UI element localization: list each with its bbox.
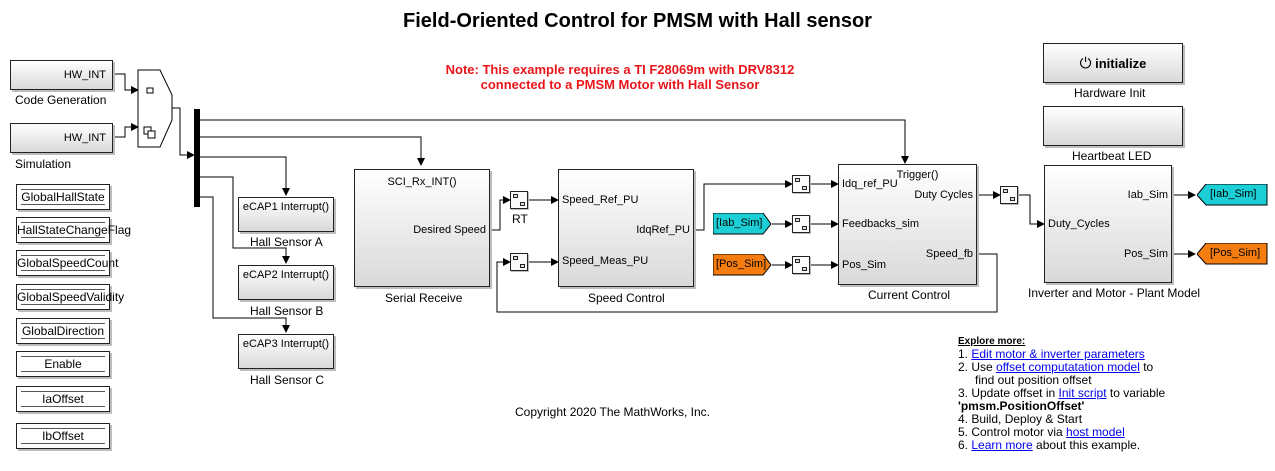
- trigger-port: Trigger(): [896, 169, 939, 181]
- simulation-block[interactable]: HW_INT: [10, 123, 113, 153]
- hardware-note: Note: This example requires a TI F28069m…: [395, 62, 845, 92]
- hw-int-port: HW_INT: [63, 132, 106, 144]
- iab-sim-out-port: Iab_Sim: [1127, 189, 1168, 201]
- code-generation-label: Code Generation: [15, 93, 107, 107]
- hall-sensor-a-block[interactable]: eCAP1 Interrupt(): [238, 197, 334, 232]
- data-store-global-hall-state[interactable]: GlobalHallState: [16, 184, 110, 210]
- edit-parameters-link[interactable]: Edit motor & inverter parameters: [971, 347, 1145, 361]
- duty-cycles-in-port: Duty_Cycles: [1048, 218, 1110, 230]
- code-generation-block[interactable]: HW_INT: [10, 60, 113, 90]
- ecap2-trigger-label: eCAP2 Interrupt(): [242, 269, 330, 281]
- pos-sim-in-port: Pos_Sim: [842, 259, 887, 271]
- speed-control-label: Speed Control: [588, 291, 665, 305]
- from-iab-shape: [713, 213, 772, 235]
- data-store-ib-offset[interactable]: IbOffset: [16, 423, 110, 449]
- goto-iab-shape: [1197, 184, 1268, 206]
- power-icon: ⏻: [1079, 55, 1092, 72]
- hall-sensor-b-label: Hall Sensor B: [250, 304, 324, 318]
- speed-meas-port: Speed_Meas_PU: [562, 255, 649, 267]
- pos-sim-out-port: Pos_Sim: [1123, 248, 1168, 260]
- current-control-block[interactable]: Trigger() Idq_ref_PU Feedbacks_sim Pos_S…: [838, 164, 977, 285]
- note-line-2: connected to a PMSM Motor with Hall Sens…: [480, 77, 760, 92]
- desired-speed-port: Desired Speed: [413, 224, 486, 236]
- data-store-enable[interactable]: Enable: [16, 351, 110, 377]
- ecap1-trigger-label: eCAP1 Interrupt(): [242, 201, 330, 213]
- goto-pos-shape: [1197, 243, 1268, 265]
- explore-item-3: 3. Update offset in Init script to varia…: [958, 386, 1166, 400]
- feedbacks-sim-port: Feedbacks_sim: [842, 218, 920, 230]
- simulation-label: Simulation: [15, 157, 72, 171]
- hall-sensor-c-label: Hall Sensor C: [250, 373, 325, 387]
- hall-sensor-b-block[interactable]: eCAP2 Interrupt(): [238, 265, 334, 300]
- mux-bar: [194, 109, 200, 207]
- initialize-button[interactable]: ⏻ initialize: [1043, 43, 1183, 83]
- goto-iab-sim-tag[interactable]: [Iab_Sim]: [1197, 184, 1268, 206]
- explore-item-4: 4. Build, Deploy & Start: [958, 412, 1083, 426]
- from-pos-sim-tag[interactable]: [Pos_Sim]: [713, 254, 772, 276]
- rt-label: RT: [512, 212, 528, 226]
- sci-rx-trigger-label: SCI_Rx_INT(): [387, 176, 457, 188]
- data-store-global-speed-count[interactable]: GlobalSpeedCount: [16, 250, 118, 276]
- hardware-init-label: Hardware Init: [1074, 86, 1146, 100]
- ecap3-trigger-label: eCAP3 Interrupt(): [242, 338, 330, 350]
- initialize-label: initialize: [1095, 56, 1147, 71]
- explore-title: Explore more:: [958, 336, 1026, 347]
- hall-sensor-c-block[interactable]: eCAP3 Interrupt(): [238, 334, 334, 369]
- current-control-label: Current Control: [868, 288, 951, 302]
- explore-more-panel: Explore more: 1. Edit motor & inverter p…: [958, 335, 1165, 452]
- data-store-global-direction[interactable]: GlobalDirection: [16, 318, 110, 344]
- data-store-ia-offset[interactable]: IaOffset: [16, 386, 110, 412]
- speed-control-block[interactable]: Speed_Ref_PU Speed_Meas_PU IdqRef_PU: [558, 169, 694, 287]
- copyright-text: Copyright 2020 The MathWorks, Inc.: [515, 405, 710, 419]
- host-model-link[interactable]: host model: [1066, 425, 1125, 439]
- rate-transition-block[interactable]: [792, 175, 810, 193]
- duty-cycles-port: Duty Cycles: [914, 189, 973, 201]
- speed-fb-port: Speed_fb: [925, 248, 973, 260]
- plant-model-label: Inverter and Motor - Plant Model: [1028, 286, 1201, 300]
- data-store-hall-state-change-flag[interactable]: HallStateChangeFlag: [16, 217, 131, 243]
- idq-ref-in-port: Idq_ref_PU: [842, 178, 898, 190]
- rate-transition-block[interactable]: [792, 215, 810, 233]
- explore-item-2: 2. Use offset computatation model to: [958, 360, 1154, 374]
- note-line-1: Note: This example requires a TI F28069m…: [445, 62, 795, 77]
- serial-receive-label: Serial Receive: [385, 291, 463, 305]
- inverter-motor-plant-block[interactable]: Duty_Cycles Iab_Sim Pos_Sim: [1044, 165, 1172, 283]
- model-title: Field-Oriented Control for PMSM with Hal…: [403, 10, 872, 32]
- serial-receive-block[interactable]: SCI_Rx_INT() Desired Speed: [354, 169, 490, 287]
- hall-sensor-a-label: Hall Sensor A: [250, 235, 323, 249]
- data-store-global-speed-validity[interactable]: GlobalSpeedValidity: [16, 284, 124, 310]
- explore-item-1: 1. Edit motor & inverter parameters: [958, 347, 1145, 361]
- hw-int-port: HW_INT: [63, 69, 106, 81]
- rate-transition-block[interactable]: [510, 191, 528, 209]
- explore-item-6: 6. Learn more about this example.: [958, 438, 1141, 452]
- explore-item-5: 5. Control motor via host model: [958, 425, 1125, 439]
- from-pos-shape: [713, 254, 772, 276]
- learn-more-link[interactable]: Learn more: [971, 438, 1033, 452]
- speed-ref-port: Speed_Ref_PU: [562, 194, 639, 206]
- idq-ref-port: IdqRef_PU: [636, 224, 690, 236]
- rate-transition-block[interactable]: [792, 256, 810, 274]
- heartbeat-led-block[interactable]: [1043, 106, 1183, 146]
- heartbeat-led-label: Heartbeat LED: [1072, 149, 1152, 163]
- explore-item-2-cont: find out position offset: [975, 373, 1092, 387]
- rate-transition-block[interactable]: [510, 253, 528, 271]
- offset-model-link[interactable]: offset computatation model: [996, 360, 1140, 374]
- rate-transition-block[interactable]: [1000, 186, 1018, 204]
- init-script-link[interactable]: Init script: [1058, 386, 1107, 400]
- goto-pos-sim-tag[interactable]: [Pos_Sim]: [1197, 243, 1268, 265]
- from-iab-sim-tag[interactable]: [Iab_Sim]: [713, 213, 772, 235]
- explore-item-3-var: 'pmsm.PositionOffset': [958, 399, 1085, 413]
